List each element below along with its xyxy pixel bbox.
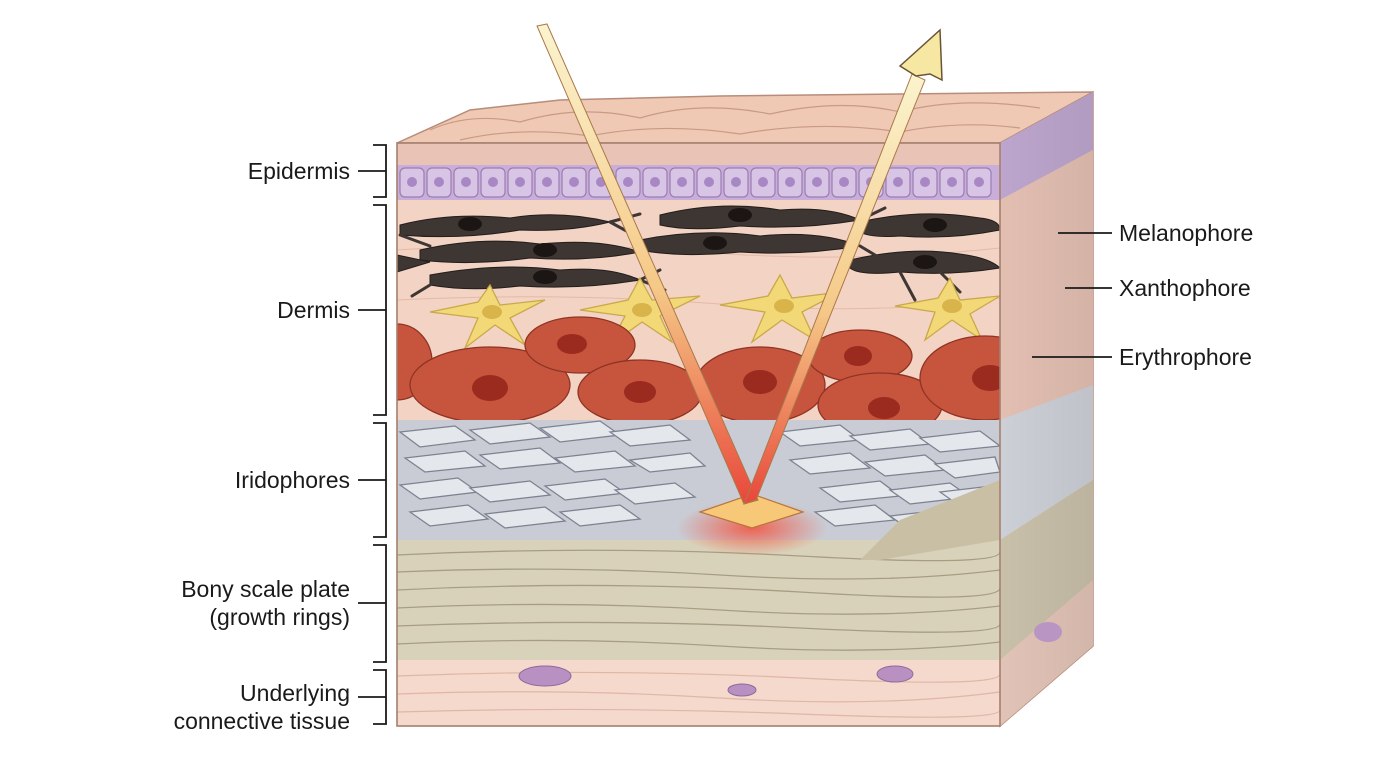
side-shading bbox=[1000, 92, 1093, 726]
label-epidermis: Epidermis bbox=[247, 158, 350, 184]
bony-plate-layer bbox=[397, 540, 1000, 660]
left-brackets bbox=[358, 144, 387, 725]
label-bony-plate-line1: Bony scale plate bbox=[181, 576, 350, 602]
reflecting-platelet bbox=[698, 493, 805, 529]
incident-light-ray bbox=[536, 23, 759, 505]
connective-nuclei bbox=[518, 665, 914, 697]
iridophore-plates bbox=[398, 420, 1000, 535]
label-melanophore: Melanophore bbox=[1119, 220, 1254, 246]
xanthophore-nuclei bbox=[482, 299, 962, 319]
front-face-outline bbox=[396, 142, 1001, 727]
melanophore-nuclei bbox=[458, 208, 947, 284]
label-dermis: Dermis bbox=[277, 297, 350, 323]
label-connective-tissue: Underlying connective tissue bbox=[174, 679, 350, 735]
side-nucleus bbox=[1034, 622, 1062, 642]
top-skin-surface bbox=[396, 91, 1094, 144]
label-connective-line2: connective tissue bbox=[173, 708, 350, 734]
bony-plate-ridge bbox=[860, 480, 1000, 560]
label-erythrophore: Erythrophore bbox=[1119, 344, 1252, 370]
erythrophore-nuclei bbox=[472, 334, 1000, 419]
connective-fibers bbox=[397, 671, 1000, 718]
label-connective-line1: Underlying bbox=[240, 680, 350, 706]
right-leader-lines bbox=[1032, 232, 1112, 358]
label-xanthophore: Xanthophore bbox=[1119, 275, 1251, 301]
label-bony-plate-line2: (growth rings) bbox=[209, 604, 350, 630]
label-bony-plate: Bony scale plate (growth rings) bbox=[181, 575, 350, 631]
reflected-ray-arrowhead bbox=[898, 28, 943, 82]
label-iridophores: Iridophores bbox=[234, 467, 350, 493]
reflected-light-ray bbox=[743, 73, 926, 505]
epidermis-nuclei bbox=[407, 177, 984, 187]
